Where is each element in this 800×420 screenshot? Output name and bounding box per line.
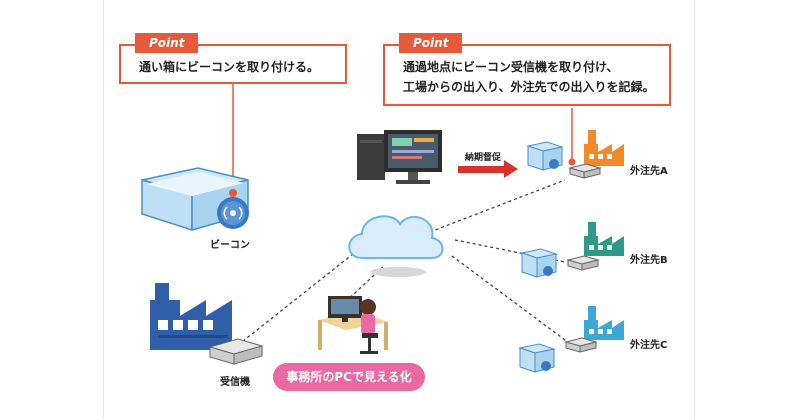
- vendor-b-label: 外注先B: [630, 255, 668, 266]
- computer-icon: [357, 130, 442, 184]
- beacon-label: ビーコン: [210, 240, 250, 251]
- office-visualization-banner: 事務所のPCで見える化: [273, 363, 425, 391]
- container-b-icon: [520, 248, 558, 278]
- office-worker-icon: [318, 296, 388, 354]
- receiver-b-icon: [566, 255, 600, 271]
- receiver-a-icon: [568, 158, 602, 179]
- delivery-reminder-label: 納期督促: [465, 153, 502, 163]
- factory-main-icon: [150, 283, 232, 350]
- container-a-icon: [526, 141, 564, 171]
- vendor-c-label: 外注先C: [630, 340, 668, 351]
- callout-text-line-2: 工場からの出入り、外注先での出入りを記録。: [403, 80, 655, 94]
- point-callout-1: Point 通い箱にビーコンを取り付ける。: [119, 33, 347, 84]
- receiver-main-icon: [208, 338, 264, 365]
- point-tag: Point: [135, 33, 199, 53]
- receiver-label: 受信機: [220, 377, 250, 388]
- vendor-a-label: 外注先A: [630, 166, 668, 177]
- point-callout-2: Point 通過地点にビーコン受信機を取り付け、 工場からの出入り、外注先での出…: [383, 33, 671, 106]
- cloud-icon: [348, 215, 444, 277]
- factory-a-icon: [584, 130, 624, 166]
- beacon-icon: [217, 189, 249, 229]
- network-lines: [237, 179, 566, 346]
- factory-b-icon: [584, 222, 624, 256]
- callout-text-line-1: 通過地点にビーコン受信機を取り付け、: [403, 60, 619, 74]
- callout-text: 通い箱にビーコンを取り付ける。: [139, 60, 320, 74]
- figure-frame: [103, 0, 695, 419]
- factory-c-icon: [584, 306, 624, 340]
- delivery-arrow-icon: [458, 160, 518, 178]
- container-c-icon: [518, 343, 556, 373]
- receiver-c-icon: [564, 337, 598, 353]
- point-tag: Point: [399, 33, 463, 53]
